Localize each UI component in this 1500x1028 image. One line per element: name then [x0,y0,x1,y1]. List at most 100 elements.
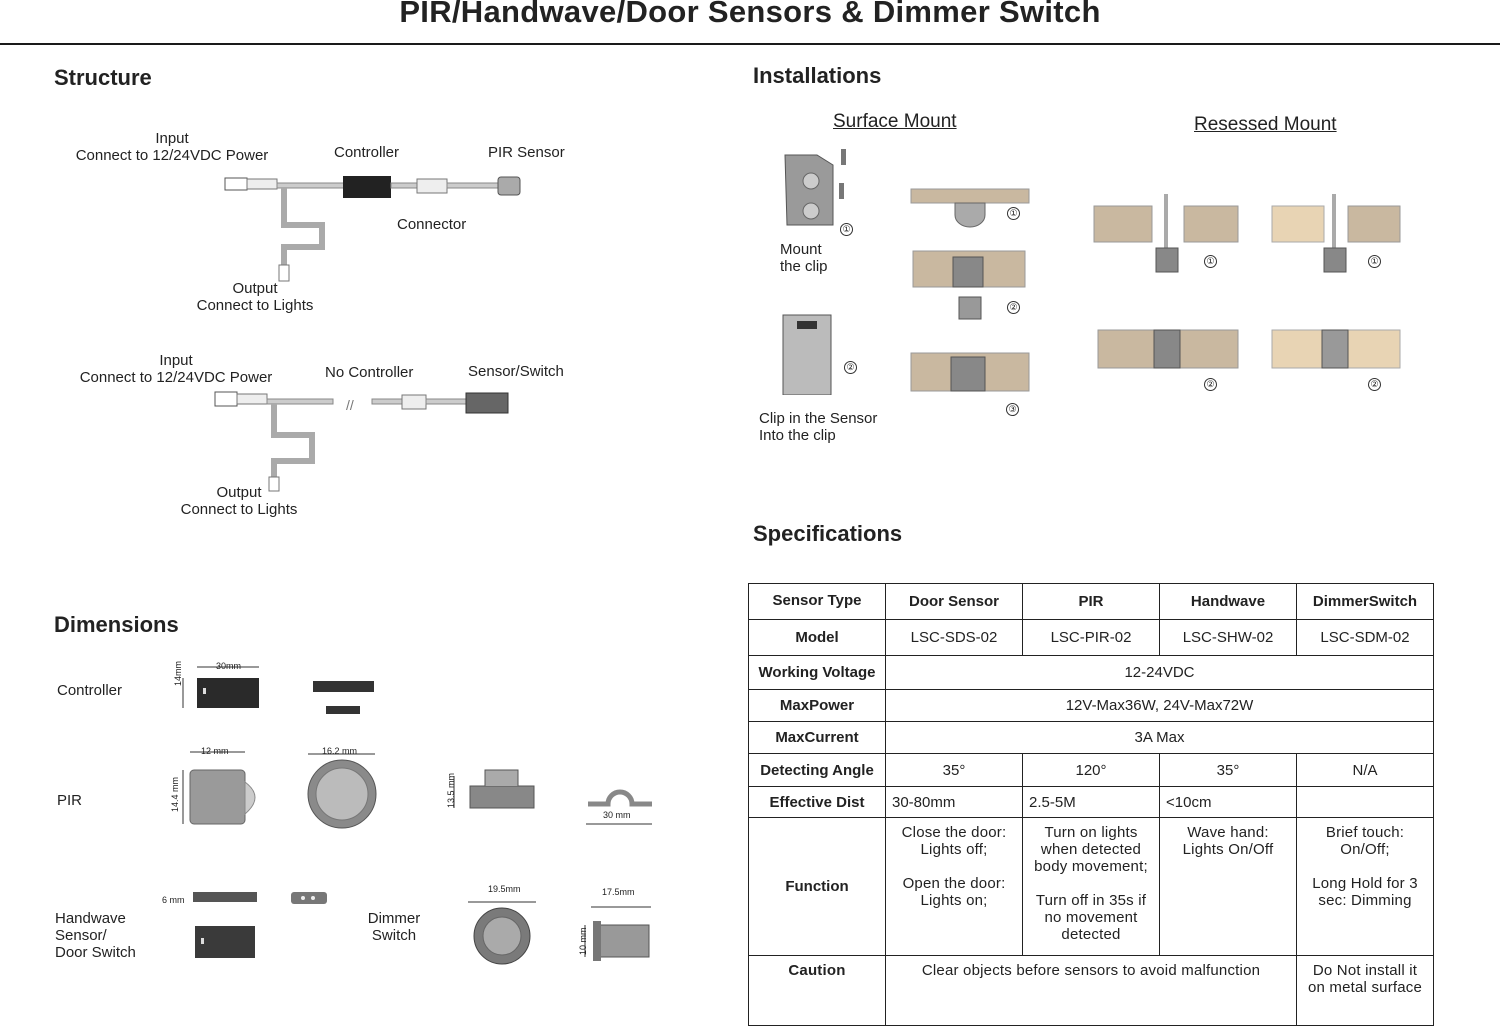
controller-dimension-drawing [182,666,259,708]
func-door-line: Close the door: [901,824,1007,841]
d2-output-label: Output Connect to Lights [174,484,304,518]
handwave-thickness-dim: 6 mm [162,895,185,905]
model-label: Model [748,619,886,656]
surface-step-2: ② [1007,301,1020,314]
angle-pir: 120° [1022,753,1160,787]
model-handwave: LSC-SHW-02 [1159,619,1297,656]
col-pir: PIR [1022,583,1160,620]
caution-dimmer: Do Not install it on metal surface [1296,955,1434,1026]
handwave-drawing [193,892,327,958]
recessed-b-step-1: ① [1368,255,1381,268]
d1-output-label: Output Connect to Lights [190,280,320,314]
d1-input-line2: Connect to 12/24VDC Power [75,147,269,164]
dimmer-height-dim: 10 mm [578,927,588,955]
specifications-heading: Specifications [753,521,903,546]
col-dimmer-switch: DimmerSwitch [1296,583,1434,620]
dimmer-line1: Dimmer [367,910,421,927]
table-row: Detecting Angle 35° 120° 35° N/A [748,753,1434,787]
handwave-line2: Sensor/ [55,927,107,944]
angle-label: Detecting Angle [748,753,886,787]
function-pir: Turn on lights when detected body moveme… [1022,817,1160,956]
handwave-line3: Door Switch [55,944,136,961]
wiring-diagram-no-controller: // [214,391,509,492]
mount-clip-label: Mount the clip [780,241,828,275]
pir-side-dimension-drawing [182,751,256,825]
func-dim-line: On/Off; [1340,841,1390,858]
dimensions-heading: Dimensions [54,612,179,637]
function-dimmer: Brief touch: On/Off; Long Hold for 3 sec… [1296,817,1434,956]
title-divider [0,43,1500,45]
d1-output-line2: Connect to Lights [196,297,314,314]
dist-door: 30-80mm [885,786,1023,818]
func-pir-line: detected [1061,926,1121,943]
power-value: 12V-Max36W, 24V-Max72W [885,689,1434,722]
clip-height-dim: 13.5 mm [446,772,456,808]
dist-label: Effective Dist [748,786,886,818]
handwave-dim-label: Handwave Sensor/ Door Switch [55,910,136,961]
d1-pir-sensor-label: PIR Sensor [488,144,565,161]
func-door-line: Open the door: [902,875,1006,892]
dist-pir: 2.5-5M [1022,786,1160,818]
controller-side-views [313,681,374,714]
d1-connector-label: Connector [397,216,467,233]
angle-handwave: 35° [1159,753,1297,787]
clip-mounting-drawings [782,149,846,395]
power-label: MaxPower [748,689,886,722]
func-pir-line: body movement; [1034,858,1148,875]
dimmer-line2: Switch [371,927,417,944]
caution-dim-line: Do Not install it [1312,962,1418,979]
clip-front-drawing [586,789,652,825]
d1-input-line1: Input [155,130,189,147]
surface-step-1: ① [1007,207,1020,220]
d1-output-line1: Output [232,280,278,297]
func-door-line: Lights off; [920,841,988,858]
caution-label: Caution [748,955,886,1026]
current-label: MaxCurrent [748,721,886,754]
surface-mount-steps [910,188,1030,392]
controller-dim-label: Controller [57,682,123,699]
model-dimmer: LSC-SDM-02 [1296,619,1434,656]
dimmer-side-drawing [584,906,651,961]
func-hw-line: Lights On/Off [1182,841,1274,858]
col-door-sensor: Door Sensor [885,583,1023,620]
wiring-diagram-with-controller [224,176,521,282]
d2-input-line1: Input [159,352,193,369]
voltage-value: 12-24VDC [885,655,1434,690]
func-pir-line: Turn on lights [1044,824,1138,841]
function-handwave: Wave hand: Lights On/Off [1159,817,1297,956]
func-hw-line: Wave hand: [1187,824,1269,841]
pir-length-dim: 12 mm [201,746,229,756]
table-row: Function Close the door: Lights off; Ope… [748,817,1434,956]
d2-output-line1: Output [216,484,262,501]
d2-sensor-switch-label: Sensor/Switch [468,363,564,380]
structure-heading: Structure [54,65,152,90]
d1-controller-label: Controller [334,144,400,161]
recessed-a-step-1: ① [1204,255,1217,268]
table-row: Effective Dist 30-80mm 2.5-5M <10cm [748,786,1434,818]
dimmer-dim-label: Dimmer Switch [356,910,432,944]
clip-sensor-line2: Into the clip [759,427,836,444]
func-pir-line: when detected [1040,841,1142,858]
mount-clip-line1: Mount [780,241,822,258]
model-pir: LSC-PIR-02 [1022,619,1160,656]
current-value: 3A Max [885,721,1434,754]
recessed-mount-steps [1093,194,1401,369]
installations-heading: Installations [753,63,882,88]
d2-output-line2: Connect to Lights [180,501,298,518]
pir-front-dimension-drawing [307,753,377,829]
svg-text://: // [346,397,354,413]
mount-clip-line2: the clip [780,258,828,275]
pir-diameter-dim: 16.2 mm [322,746,358,756]
dist-dimmer [1296,786,1434,818]
table-row: MaxCurrent 3A Max [748,721,1434,754]
dimmer-width-dim: 17.5mm [602,887,635,897]
table-row: Caution Clear objects before sensors to … [748,955,1434,1026]
sensor-type-header: Sensor Type [748,583,886,620]
controller-height-dim: 14mm [173,660,183,686]
dimmer-diameter-dim: 19.5mm [488,884,521,894]
recessed-mount-title: Resessed Mount [1194,114,1337,135]
model-door: LSC-SDS-02 [885,619,1023,656]
d2-input-line2: Connect to 12/24VDC Power [79,369,273,386]
d2-input-label: Input Connect to 12/24VDC Power [76,352,276,386]
table-row: Model LSC-SDS-02 LSC-PIR-02 LSC-SHW-02 L… [748,619,1434,656]
